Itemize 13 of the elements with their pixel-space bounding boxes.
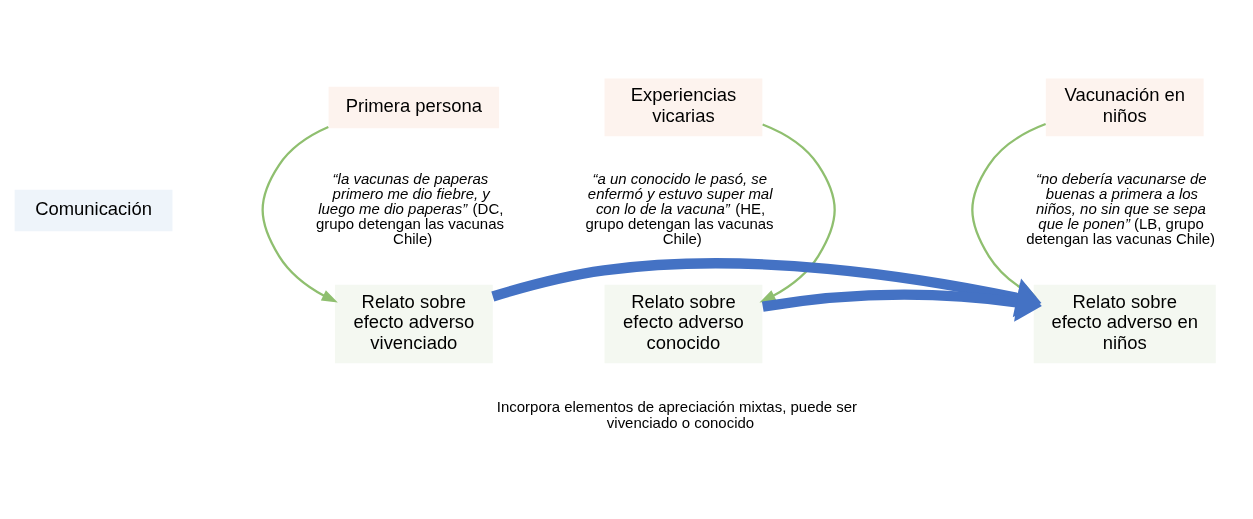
node-box: Relato sobre efecto adverso vivenciado	[334, 284, 493, 364]
arrow	[490, 258, 1041, 318]
arrow	[758, 123, 836, 303]
node-box: Vacunación en niños	[1045, 78, 1204, 137]
node-box: Experiencias vicarias	[604, 78, 762, 137]
label: Incorpora elementos de apreciación mixtas, puede ser vivenciado o conocido	[496, 398, 857, 432]
arrow	[261, 126, 338, 303]
node-box: Relato sobre efecto adverso en niños	[1033, 284, 1216, 364]
label: “a un conocido le pasó, se enfermó y estuvo super mal con lo de la vacuna” (HE, grupo detengan las vacunas Chile)	[585, 169, 774, 247]
node-box: Relato sobre efecto adverso conocido	[604, 284, 762, 364]
label: “no debería vacunarse de buenas a primera a los niños, no sin que se sepa que le ponen” (LB, grupo detengan las vacunas Chile)	[1025, 169, 1215, 247]
node-box: Primera persona	[328, 86, 499, 129]
label: “la vacunas de paperas primero me dio fiebre, y luego me dio paperas” (DC, grupo detengan las vacunas Chile)	[315, 169, 504, 247]
